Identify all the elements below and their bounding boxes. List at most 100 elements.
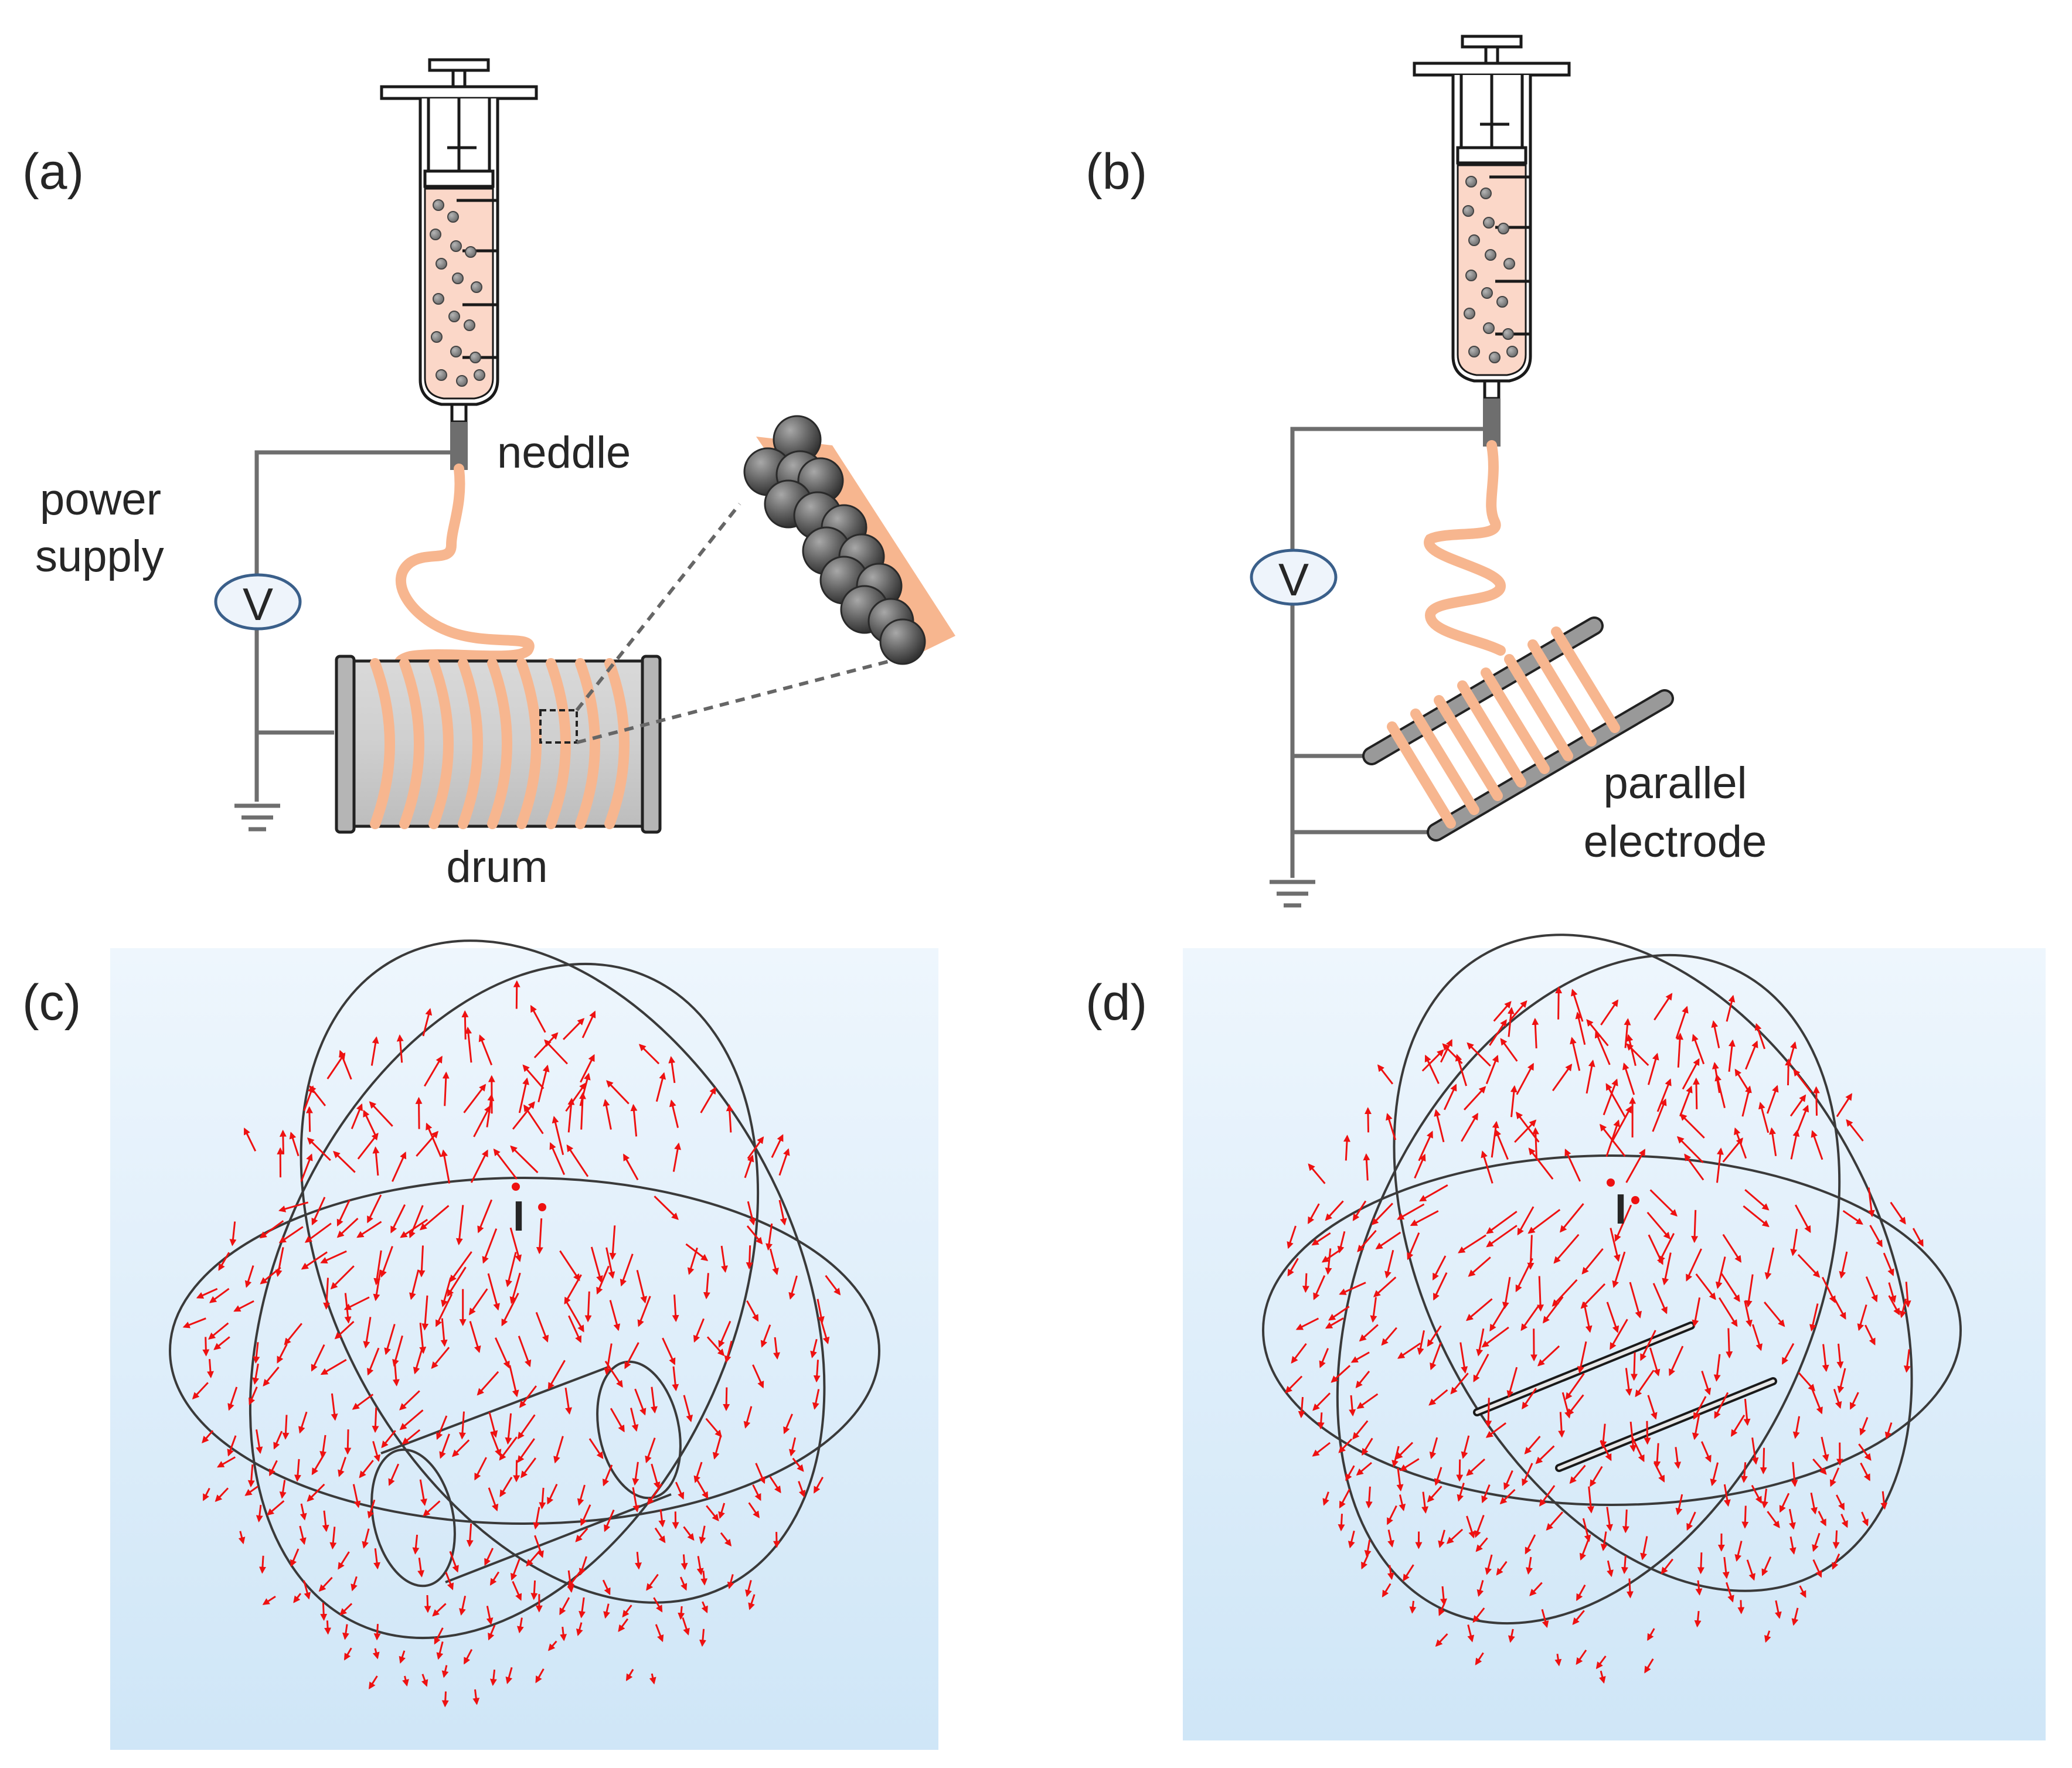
domain-ellipses-d (1262, 934, 1962, 1625)
field-arrow (1355, 1370, 1370, 1388)
field-arrow (298, 1411, 308, 1434)
field-arrow (1410, 1210, 1439, 1227)
field-arrow (1835, 1494, 1845, 1511)
field-arrow (530, 1004, 546, 1033)
field-arrow (1684, 1153, 1704, 1181)
field-arrow (632, 1487, 640, 1512)
field-arrow (1743, 1205, 1770, 1228)
field-arrow (1912, 1228, 1924, 1247)
field-arrow (215, 1487, 229, 1503)
field-arrow (1713, 1354, 1721, 1382)
field-arrow (1421, 1049, 1444, 1072)
field-arrow (1438, 1602, 1446, 1616)
field-arrow (1570, 1037, 1581, 1071)
point-marker-d-2 (1631, 1196, 1639, 1204)
field-arrow (1829, 1467, 1840, 1487)
field-arrow (293, 1593, 302, 1603)
field-arrow (1481, 1326, 1509, 1348)
field-arrow (1653, 1462, 1665, 1483)
field-arrow (434, 1627, 444, 1645)
field-arrow (788, 1275, 798, 1300)
field-arrow (399, 1650, 406, 1664)
field-arrow (820, 1320, 830, 1345)
field-arrow (489, 1670, 497, 1687)
field-arrow (1798, 1372, 1815, 1392)
field-arrow (463, 1084, 486, 1113)
field-arrow (1496, 1561, 1508, 1576)
field-arrow (1364, 1107, 1372, 1133)
field-arrow (192, 1382, 209, 1400)
field-arrow (445, 1572, 454, 1590)
field-arrow (1661, 1558, 1673, 1575)
field-arrow (396, 1034, 404, 1063)
field-arrow (1493, 1001, 1512, 1022)
field-arrow (501, 1293, 519, 1327)
field-arrow (559, 1597, 570, 1616)
field-arrow (1542, 1296, 1564, 1324)
field-arrow (1583, 1302, 1593, 1333)
field-arrow (1792, 1416, 1801, 1439)
field-arrow (442, 1071, 450, 1106)
field-arrow (369, 1675, 378, 1689)
field-arrow (402, 1675, 409, 1687)
field-arrow (683, 1395, 693, 1423)
field-arrow (769, 1248, 779, 1276)
field-arrow (217, 1456, 236, 1468)
field-arrow (320, 1603, 328, 1621)
field-arrow (373, 1548, 381, 1570)
field-arrow (1722, 1234, 1741, 1263)
field-arrow (1311, 1232, 1331, 1246)
field-arrow (416, 1130, 439, 1157)
field-arrow (1644, 1420, 1651, 1445)
field-arrow (654, 1195, 679, 1220)
field-arrow (450, 1251, 472, 1283)
field-arrow (723, 1387, 730, 1411)
field-arrow (1716, 1147, 1724, 1183)
field-arrow (1694, 1610, 1702, 1628)
electric-field-arrows-d (1285, 986, 1924, 1684)
field-arrow (1468, 1256, 1491, 1277)
ground-symbol-a (234, 803, 280, 832)
field-arrow (338, 1457, 347, 1477)
field-arrow (333, 1150, 356, 1173)
field-arrow (196, 1287, 218, 1299)
field-arrow (489, 1571, 500, 1586)
panel-c: (c) I (22, 939, 938, 1750)
field-arrow (372, 1440, 381, 1462)
field-arrow (579, 1597, 586, 1619)
field-arrow (436, 1641, 444, 1660)
field-arrow (432, 1603, 447, 1617)
field-arrow (798, 1481, 806, 1498)
field-arrow (279, 1129, 287, 1154)
field-arrow (701, 1601, 708, 1614)
field-arrow (330, 1265, 355, 1290)
field-arrow (1302, 1273, 1309, 1293)
field-arrow (625, 1668, 634, 1681)
field-arrow (579, 1556, 587, 1576)
field-arrow (1325, 1200, 1344, 1221)
field-arrow (1656, 1078, 1672, 1112)
field-arrow (1582, 1518, 1591, 1542)
zoom-line-upper (575, 503, 741, 711)
field-arrow (816, 1299, 825, 1324)
field-arrow (380, 1246, 393, 1278)
field-arrow (1386, 1113, 1397, 1140)
field-arrow (372, 1648, 380, 1660)
field-arrow (1797, 1253, 1821, 1278)
field-arrow (1865, 1324, 1876, 1345)
field-arrow (1506, 1367, 1518, 1398)
field-arrow (1791, 1607, 1799, 1626)
field-arrow (1475, 1537, 1488, 1552)
field-arrow (1489, 1019, 1507, 1046)
field-arrow (402, 1429, 421, 1445)
field-arrow (522, 1064, 545, 1089)
field-arrow (1821, 1436, 1829, 1462)
field-arrow (638, 1044, 660, 1065)
field-arrow (760, 1324, 771, 1348)
field-arrow (564, 1387, 573, 1415)
field-arrow (1812, 1458, 1827, 1475)
field-arrow (1352, 1200, 1367, 1221)
field-arrow (1649, 1189, 1678, 1217)
field-arrow (1603, 1078, 1618, 1116)
